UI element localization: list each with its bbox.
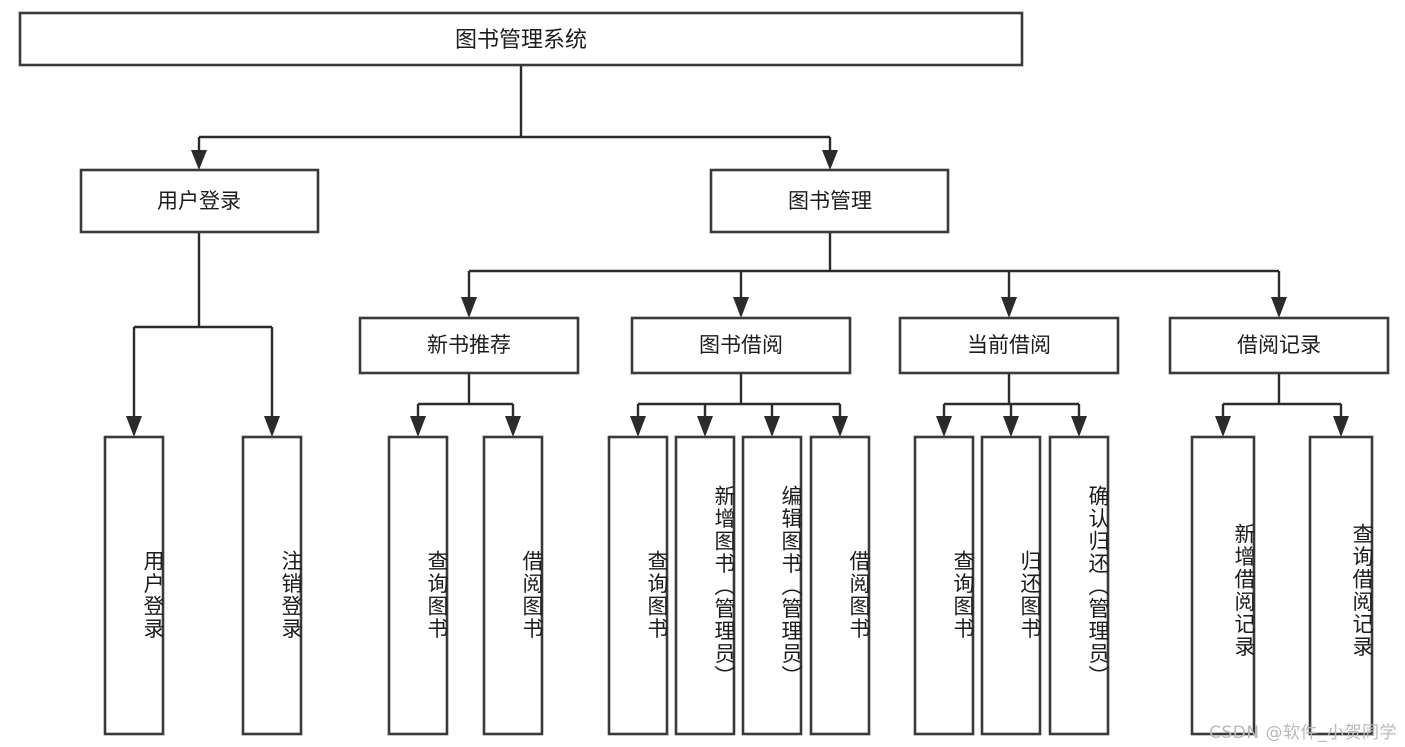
leaf-box-add-book[interactable] [674, 435, 736, 736]
node-new-book-recommend-box[interactable] [358, 316, 580, 375]
arrow-leaf-3-icon [410, 416, 426, 437]
arrow-level2-1-icon [461, 297, 477, 318]
node-user-login-label: 用户登录 [157, 189, 241, 213]
node-book-borrow-box[interactable] [630, 316, 852, 375]
node-user-login[interactable]: 用户登录 [79, 168, 320, 234]
node-borrow-record-box[interactable] [1168, 316, 1390, 375]
leaf-box-confirm-return[interactable] [1048, 435, 1110, 736]
leaf-box-query-book-1[interactable] [387, 435, 449, 736]
arrow-to-book-manage-icon [822, 150, 838, 170]
node-root-box[interactable] [18, 11, 1024, 67]
node-book-manage-label: 图书管理 [788, 189, 872, 213]
arrow-level2-3-icon [1001, 297, 1017, 318]
arrow-leaf-12-icon [1215, 416, 1231, 437]
node-current-borrow[interactable]: 当前借阅 [898, 316, 1120, 375]
node-root[interactable]: 图书管理系统 [18, 11, 1024, 67]
arrow-leaf-4-icon [505, 416, 521, 437]
leaf-box-borrow-book-1[interactable] [482, 435, 544, 736]
node-current-borrow-label: 当前借阅 [967, 333, 1051, 357]
arrow-leaf-5-icon [630, 416, 646, 437]
leaf-box-return-book[interactable] [980, 435, 1042, 736]
arrow-leaf-9-icon [936, 416, 952, 437]
node-book-manage[interactable]: 图书管理 [709, 168, 950, 234]
node-book-borrow[interactable]: 图书借阅 [630, 316, 852, 375]
node-current-borrow-box[interactable] [898, 316, 1120, 375]
arrow-level2-2-icon [733, 297, 749, 318]
leaf-box-query-book-2[interactable] [607, 435, 669, 736]
node-root-label: 图书管理系统 [455, 28, 587, 53]
leaf-box-edit-book[interactable] [741, 435, 803, 736]
node-borrow-record-label: 借阅记录 [1237, 333, 1321, 357]
leaf-box-group [103, 435, 1374, 736]
arrow-leaf-7-icon [764, 416, 780, 437]
arrow-leaf-10-icon [1003, 416, 1019, 437]
arrow-leaf-8-icon [832, 416, 848, 437]
leaf-box-user-login[interactable] [103, 435, 165, 736]
arrow-leaf-6-icon [697, 416, 713, 437]
leaf-box-query-book-3[interactable] [913, 435, 975, 736]
watermark-text: CSDN @软件_小贺同学 [1209, 723, 1397, 743]
leaf-box-logout[interactable] [241, 435, 303, 736]
node-new-book-recommend[interactable]: 新书推荐 [358, 316, 580, 375]
arrow-leaf-13-icon [1333, 416, 1349, 437]
node-borrow-record[interactable]: 借阅记录 [1168, 316, 1390, 375]
arrow-level2-4-icon [1271, 297, 1287, 318]
arrow-leaf-2-icon [264, 416, 280, 437]
node-book-manage-box[interactable] [709, 168, 950, 234]
node-user-login-box[interactable] [79, 168, 320, 234]
arrow-leaf-11-icon [1071, 416, 1087, 437]
node-new-book-recommend-label: 新书推荐 [427, 333, 511, 357]
arrow-leaf-1-icon [126, 416, 142, 437]
arrow-to-user-login-icon [191, 150, 207, 170]
leaf-box-query-record[interactable] [1308, 435, 1374, 736]
leaf-box-add-record[interactable] [1190, 435, 1256, 736]
leaf-box-borrow-book-2[interactable] [809, 435, 871, 736]
node-book-borrow-label: 图书借阅 [699, 333, 783, 357]
connector-group [126, 65, 1349, 437]
